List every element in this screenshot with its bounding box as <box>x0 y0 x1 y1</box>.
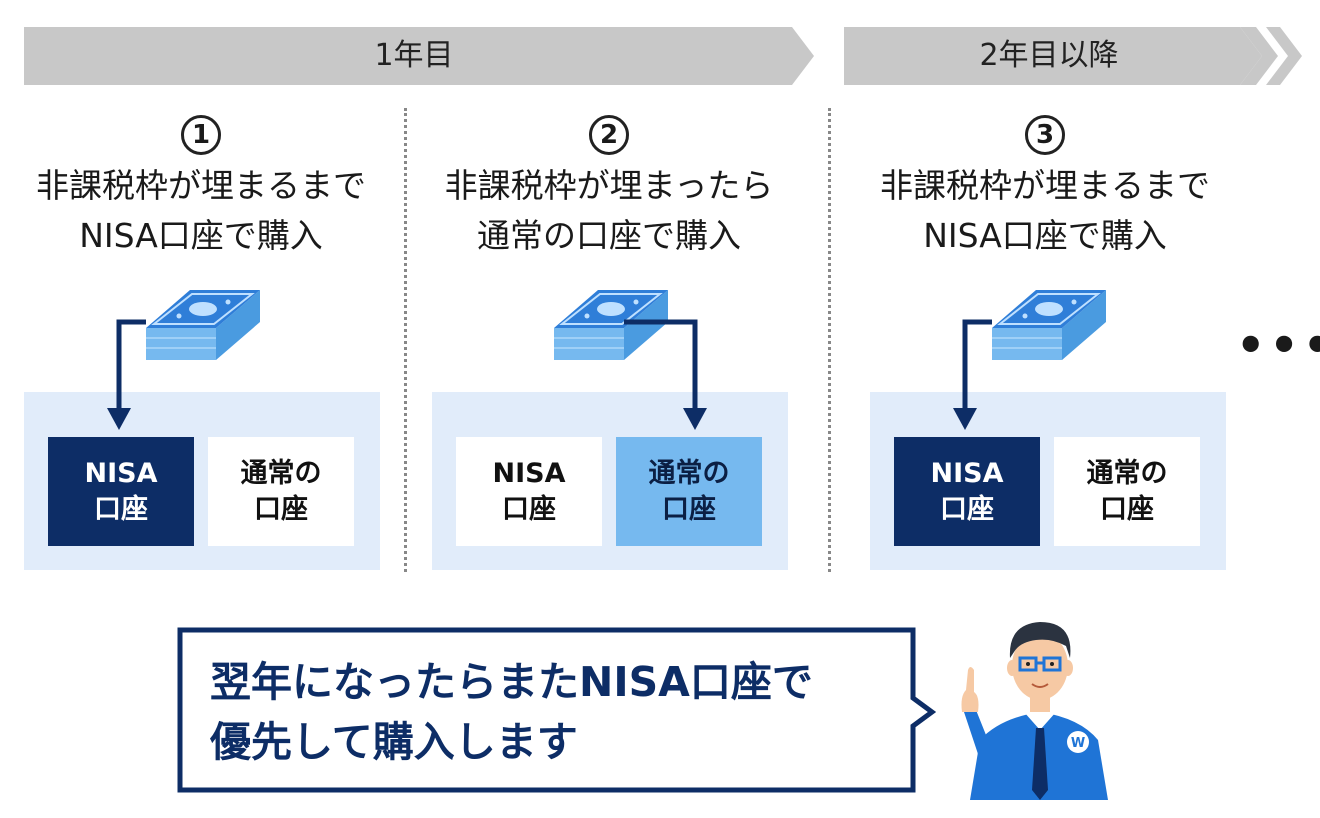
chevron-icon <box>1240 27 1278 85</box>
arrow-down-icon <box>962 319 992 412</box>
account-label: 通常の <box>648 457 730 489</box>
logo-w-icon: W <box>1067 731 1089 753</box>
step-description-line1: 非課税枠が埋まったら <box>444 166 774 205</box>
money-stack-icon <box>145 289 261 361</box>
account-label: 口座 <box>501 493 556 525</box>
account-label: 通常の <box>1086 457 1168 489</box>
continuation-ellipsis: ••• <box>1236 318 1320 372</box>
step-1-heading: 1 非課税枠が埋まるまで NISA口座で購入 <box>6 112 396 261</box>
account-label: 口座 <box>93 493 148 525</box>
speech-bubble-shape <box>177 627 936 793</box>
account-label: 口座 <box>1100 493 1154 525</box>
step-number: 1 <box>181 115 221 155</box>
column-separator <box>404 108 407 572</box>
regular-account-box: 通常の口座 <box>208 437 354 546</box>
diagram-graphics <box>107 289 1107 430</box>
year1-label: 1年目 <box>374 38 454 73</box>
speech-bubble-text: 翌年になったらまたNISA口座で 優先して購入します <box>210 652 930 772</box>
step-2-heading: 2 非課税枠が埋まったら 通常の口座で購入 <box>414 112 804 261</box>
money-stack-icon <box>991 289 1107 361</box>
nisa-account-box: NISA 口座 <box>48 437 194 546</box>
step-description-line2: 通常の口座で購入 <box>477 216 741 255</box>
nisa-account-box: NISA 口座 <box>456 437 602 546</box>
account-label: NISA <box>492 457 566 489</box>
arrow-down-icon <box>116 319 146 412</box>
chevron-icon <box>1266 27 1302 85</box>
money-stack-icon <box>553 289 669 361</box>
svg-text:W: W <box>1071 736 1085 751</box>
step-number: 3 <box>1025 115 1065 155</box>
arrow-down-icon <box>624 319 698 412</box>
year2-label: 2年目以降 <box>979 38 1119 73</box>
step-description-line2: NISA口座で購入 <box>79 216 323 255</box>
advisor-illustration: W <box>961 622 1108 800</box>
step-3-heading: 3 非課税枠が埋まるまで NISA口座で購入 <box>850 112 1240 261</box>
regular-account-box: 通常の口座 <box>1054 437 1200 546</box>
regular-account-box: 通常の口座 <box>616 437 762 546</box>
arrow-down-icon <box>683 408 707 430</box>
year1-banner <box>24 27 1302 85</box>
step-number: 2 <box>589 115 629 155</box>
account-label: NISA <box>84 457 158 489</box>
step-description-line1: 非課税枠が埋まるまで <box>880 166 1210 205</box>
speech-line2: 優先して購入します <box>210 718 578 766</box>
account-label: 口座 <box>662 493 716 525</box>
step-description-line2: NISA口座で購入 <box>923 216 1167 255</box>
account-label: 通常の <box>240 457 322 489</box>
account-label: NISA <box>930 457 1004 489</box>
arrow-down-icon <box>107 408 131 430</box>
speech-line1: 翌年になったらまたNISA口座で <box>210 658 813 706</box>
nisa-account-box: NISA 口座 <box>894 437 1040 546</box>
step-description-line1: 非課税枠が埋まるまで <box>36 166 366 205</box>
column-separator <box>828 108 831 572</box>
account-label: 口座 <box>939 493 994 525</box>
arrow-down-icon <box>953 408 977 430</box>
account-label: 口座 <box>254 493 308 525</box>
